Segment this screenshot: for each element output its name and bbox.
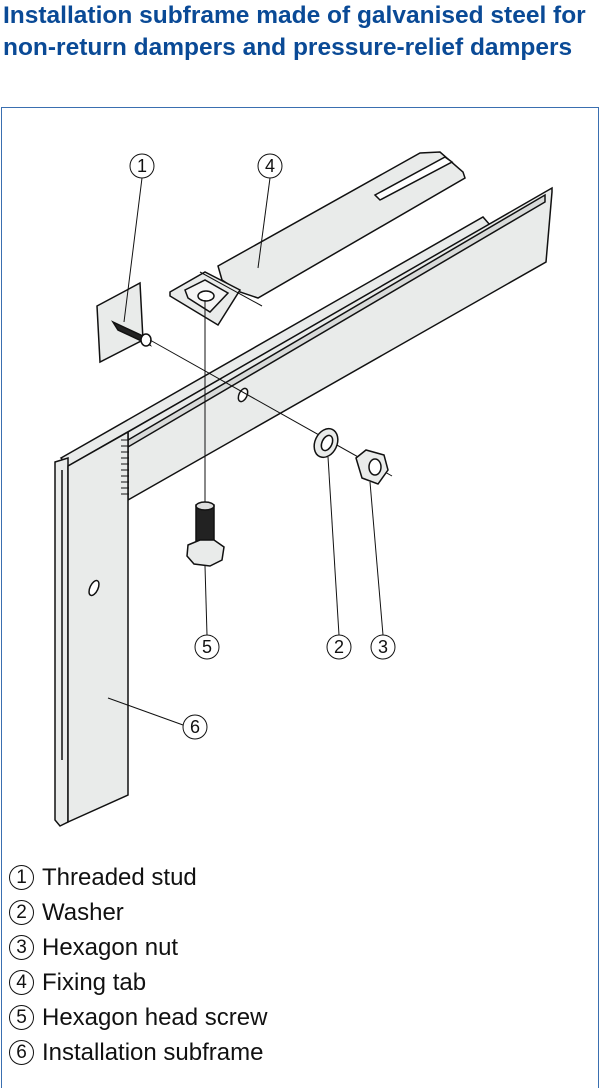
callout-1: 1 bbox=[129, 153, 155, 179]
legend-number: 2 bbox=[9, 900, 34, 925]
callout-6: 6 bbox=[182, 714, 208, 740]
callout-2: 2 bbox=[326, 634, 352, 660]
legend-label: Threaded stud bbox=[42, 863, 197, 891]
threaded-stud bbox=[96, 281, 152, 364]
legend-item: 1 Threaded stud bbox=[9, 860, 267, 895]
legend-item: 3 Hexagon nut bbox=[9, 930, 267, 965]
washer bbox=[313, 427, 339, 459]
legend-label: Fixing tab bbox=[42, 968, 147, 996]
page-title: Installation subframe made of galvanised… bbox=[3, 2, 586, 61]
legend-label: Hexagon nut bbox=[42, 933, 179, 961]
legend-number: 5 bbox=[9, 1005, 34, 1030]
svg-text:1: 1 bbox=[137, 156, 147, 176]
diagram-frame bbox=[1, 107, 599, 1088]
svg-text:2: 2 bbox=[334, 637, 344, 657]
subframe-vertical-bar bbox=[54, 387, 249, 827]
svg-text:4: 4 bbox=[265, 156, 275, 176]
legend-label: Hexagon head screw bbox=[42, 1003, 268, 1031]
callout-3: 3 bbox=[370, 634, 396, 660]
legend-number: 3 bbox=[9, 935, 34, 960]
legend-item: 4 Fixing tab bbox=[9, 965, 267, 1000]
legend-item: 2 Washer bbox=[9, 895, 267, 930]
legend-label: Installation subframe bbox=[42, 1038, 264, 1066]
svg-text:3: 3 bbox=[378, 637, 388, 657]
hexagon-head-screw bbox=[186, 501, 225, 567]
hexagon-nut bbox=[355, 449, 389, 485]
legend-label: Washer bbox=[42, 898, 124, 926]
legend-number: 1 bbox=[9, 865, 34, 890]
legend-item: 5 Hexagon head screw bbox=[9, 1000, 267, 1035]
hole bbox=[88, 579, 100, 597]
callout-5: 5 bbox=[194, 634, 220, 660]
exploded-assembly-diagram: 1 4 5 2 3 6 bbox=[54, 151, 553, 827]
serration-marks bbox=[121, 439, 129, 495]
svg-text:6: 6 bbox=[190, 717, 200, 737]
hole bbox=[237, 387, 249, 403]
legend-number: 4 bbox=[9, 970, 34, 995]
legend-item: 6 Installation subframe bbox=[9, 1035, 267, 1070]
parts-legend: 1 Threaded stud 2 Washer 3 Hexagon nut 4 Fix… bbox=[9, 860, 267, 1070]
subframe-horizontal-bar bbox=[59, 186, 553, 502]
fixing-tab bbox=[169, 151, 466, 327]
svg-text:5: 5 bbox=[202, 637, 212, 657]
legend-number: 6 bbox=[9, 1040, 34, 1065]
callout-4: 4 bbox=[257, 153, 283, 179]
